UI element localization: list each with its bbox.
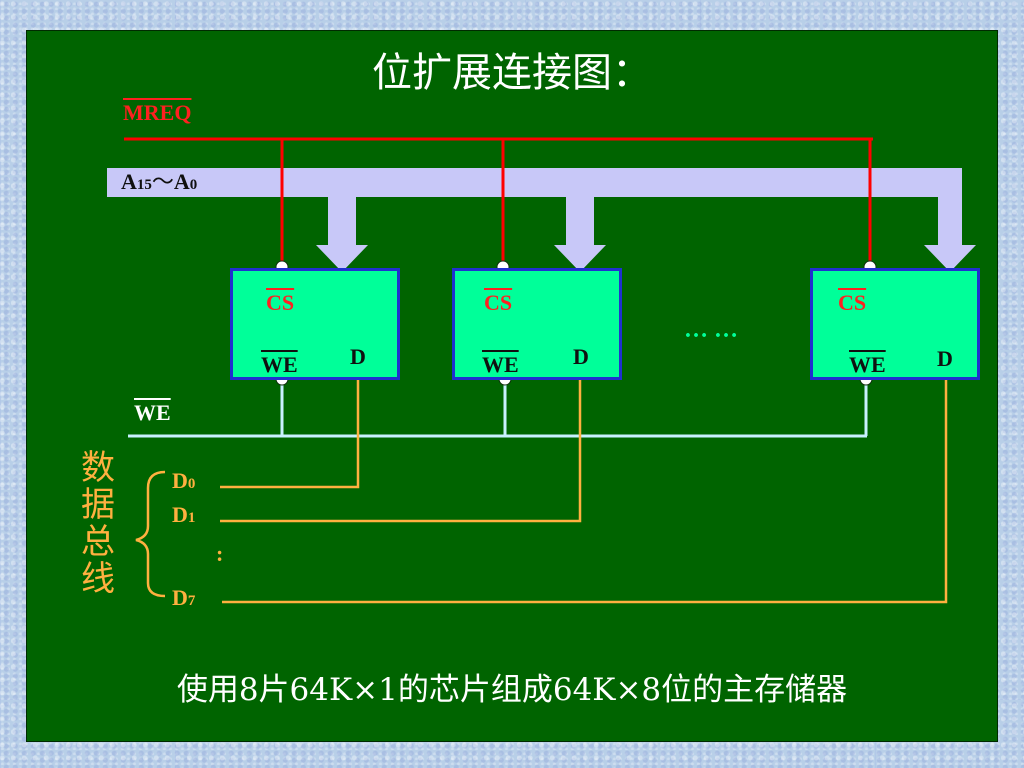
chip-1-d-pin: D: [350, 344, 366, 369]
memory-chip-2: [452, 268, 622, 380]
we-signal-label: WE: [134, 400, 171, 425]
address-bus-label: A15～A0: [121, 169, 198, 194]
memory-chip-8: [810, 268, 980, 380]
address-bus: [107, 168, 962, 197]
chip-8-we-pin: WE: [849, 352, 886, 377]
mreq-line: [124, 137, 873, 266]
slide-caption: 使用8片64K×1的芯片组成64K×8位的主存储器: [176, 672, 848, 708]
chip-1-cs-pin: CS: [266, 290, 295, 315]
we-line: [128, 378, 868, 438]
chip-2-we-pin: WE: [482, 352, 519, 377]
data-line-vdots: :: [216, 541, 224, 566]
data-bus-label: 数 据 总 线: [81, 448, 115, 599]
memory-chip-1: [230, 268, 400, 380]
chip-ellipsis: … …: [684, 317, 738, 343]
data-bus-brace: [135, 470, 166, 598]
data-line-d7: D7: [172, 585, 196, 610]
chip-8-d-pin: D: [937, 346, 953, 371]
data-line-d0: D0: [172, 468, 196, 493]
chip-8-cs-pin: CS: [838, 290, 867, 315]
chip-2-cs-pin: CS: [484, 290, 513, 315]
chip-2-d-pin: D: [573, 344, 589, 369]
data-lines: [220, 378, 948, 604]
data-line-d1: D1: [172, 502, 196, 527]
address-arrows: [316, 190, 976, 272]
chip-1-we-pin: WE: [261, 352, 298, 377]
slide-panel: [26, 30, 998, 742]
mreq-label: MREQ: [123, 100, 192, 125]
slide-title: 位扩展连接图：: [372, 50, 652, 96]
